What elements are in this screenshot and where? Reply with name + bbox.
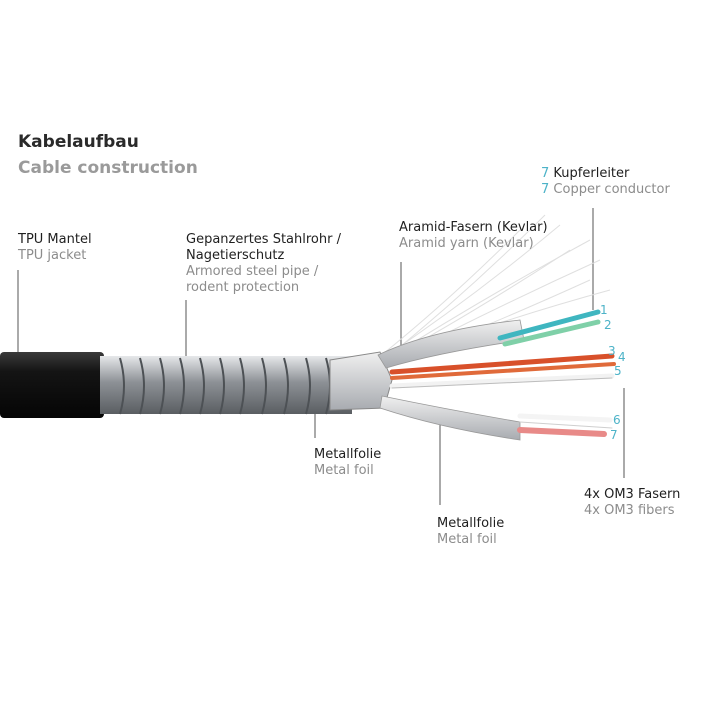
wire-number-2: 2 <box>604 318 612 332</box>
label-foil-1: Metallfolie Metal foil <box>314 447 381 479</box>
label-foil-2: Metallfolie Metal foil <box>437 516 504 548</box>
label-tpu-de: TPU Mantel <box>18 232 92 247</box>
label-aramid-en: Aramid yarn (Kevlar) <box>399 236 534 251</box>
label-foil-2-en: Metal foil <box>437 532 497 547</box>
steel-spiral <box>119 357 331 415</box>
wire-number-5: 5 <box>614 364 622 378</box>
wire-number-1: 1 <box>600 303 608 317</box>
title-english: Cable construction <box>18 158 198 178</box>
wire-number-6: 6 <box>613 413 621 427</box>
label-copper-count: 7 <box>541 166 550 181</box>
label-steel: Gepanzertes Stahlrohr / Nagetierschutz A… <box>186 232 341 296</box>
conductors <box>389 309 616 437</box>
wire-number-3: 3 <box>608 344 616 358</box>
title-german: Kabelaufbau <box>18 132 139 152</box>
label-fibers: 4x OM3 Fasern 4x OM3 fibers <box>584 487 680 519</box>
metal-foil-core <box>329 351 393 411</box>
label-tpu-en: TPU jacket <box>18 248 87 263</box>
label-foil-1-de: Metallfolie <box>314 447 382 462</box>
label-copper-en: Copper conductor <box>553 182 670 197</box>
wire-number-4: 4 <box>618 350 626 364</box>
tpu-jacket <box>0 352 104 418</box>
label-foil-2-de: Metallfolie <box>437 516 505 531</box>
label-steel-de2: Nagetierschutz <box>186 248 285 263</box>
label-aramid-de: Aramid-Fasern (Kevlar) <box>399 220 548 235</box>
label-fibers-de: 4x OM3 Fasern <box>584 487 681 502</box>
label-copper-count-en: 7 <box>541 182 550 197</box>
steel-pipe <box>100 356 352 414</box>
upper-foil-flap <box>377 319 525 369</box>
label-foil-1-en: Metal foil <box>314 463 374 478</box>
label-fibers-en: 4x OM3 fibers <box>584 503 675 518</box>
label-aramid: Aramid-Fasern (Kevlar) Aramid yarn (Kevl… <box>399 220 548 252</box>
lower-foil-flap <box>379 395 521 441</box>
wire-number-7: 7 <box>610 428 618 442</box>
label-tpu: TPU Mantel TPU jacket <box>18 232 92 264</box>
label-steel-en2: rodent protection <box>186 280 300 295</box>
label-steel-en1: Armored steel pipe / <box>186 264 319 279</box>
leader-lines <box>17 208 625 505</box>
label-copper-de: Kupferleiter <box>553 166 630 181</box>
label-steel-de1: Gepanzertes Stahlrohr / <box>186 232 341 247</box>
label-copper: 7 Kupferleiter 7 Copper conductor <box>541 166 670 198</box>
